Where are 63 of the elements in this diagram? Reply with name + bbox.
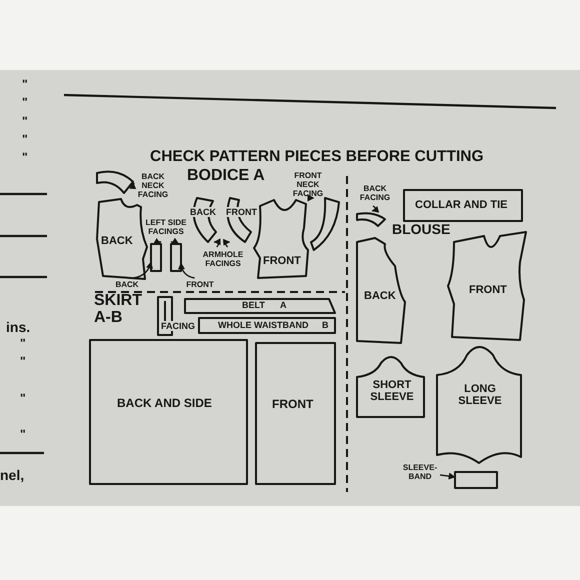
arrow <box>153 238 162 245</box>
form-text: " <box>22 151 28 164</box>
piece-label: BACK <box>363 290 397 302</box>
pattern-piece <box>97 168 133 193</box>
section-heading: BLOUSE <box>392 222 450 237</box>
arrow <box>372 205 380 213</box>
pattern-piece <box>256 343 335 484</box>
piece-label: A <box>279 300 288 310</box>
piece-label: BACK <box>189 207 217 217</box>
callout-label: BACK FACING <box>354 180 396 206</box>
form-text: ins. <box>6 320 30 335</box>
title: CHECK PATTERN PIECES BEFORE CUTTING <box>150 148 484 166</box>
piece-label: COLLAR AND TIE <box>414 199 508 211</box>
pattern-piece <box>171 244 181 271</box>
form-text: " <box>20 355 26 368</box>
arrow <box>178 262 195 279</box>
arrow <box>170 238 179 245</box>
arrow <box>308 195 314 202</box>
form-text: " <box>22 115 28 128</box>
piece-label: FRONT <box>468 284 508 296</box>
pattern-piece <box>357 238 405 343</box>
callout-label: FRONT NECK FACING <box>286 171 330 198</box>
arrow <box>222 239 230 248</box>
pattern-piece <box>90 340 247 484</box>
pattern-piece <box>404 190 522 221</box>
arrow <box>214 238 221 248</box>
piece-label: B <box>321 320 330 330</box>
callout-label: SLEEVE-BAND <box>400 460 440 484</box>
pattern-piece <box>311 198 339 250</box>
form-text: " <box>20 428 26 441</box>
arrow <box>133 261 153 279</box>
pattern-piece <box>189 198 217 242</box>
callout-label: BACK NECK FACING <box>134 166 172 204</box>
pattern-piece <box>357 211 385 226</box>
pattern-piece <box>448 232 526 341</box>
arrow <box>440 472 456 480</box>
piece-label: BACK <box>100 235 134 247</box>
form-text: " <box>20 337 26 350</box>
callout-label: BACK <box>112 278 142 290</box>
pattern-piece <box>357 355 424 418</box>
piece-label: BELT <box>241 300 266 310</box>
callout-label: FRONT <box>183 278 217 290</box>
callout-label: ARMHOLE FACINGS <box>196 247 250 271</box>
form-text: " <box>22 78 28 91</box>
section-heading: BODICE A <box>187 167 265 184</box>
pattern-piece <box>151 244 161 271</box>
form-text: " <box>22 96 28 109</box>
piece-label: SHORT SLEEVE <box>369 379 415 403</box>
piece-label: FACING <box>160 321 196 331</box>
pattern-piece <box>185 299 335 313</box>
pattern-piece <box>455 472 497 488</box>
form-text: " <box>22 133 28 146</box>
arrow <box>129 182 136 190</box>
pattern-piece <box>199 318 335 333</box>
piece-label: FRONT <box>225 207 258 217</box>
piece-label: FRONT <box>262 255 302 267</box>
piece-label: BACK AND SIDE <box>116 397 213 410</box>
callout-label: LEFT SIDE FACINGS <box>144 212 188 242</box>
form-text: nel, <box>0 468 24 483</box>
pattern-piece <box>437 345 521 463</box>
form-text: " <box>20 392 26 405</box>
piece-label: WHOLE WAISTBAND <box>217 320 310 330</box>
piece-label: FRONT <box>271 398 314 411</box>
